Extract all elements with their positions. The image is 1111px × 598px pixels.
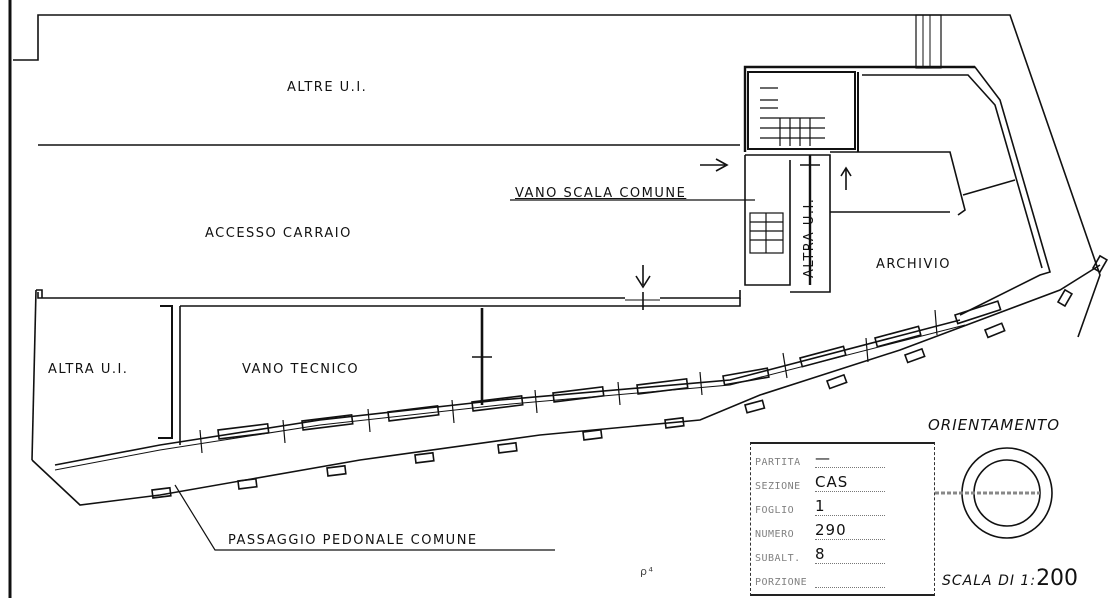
label-vano-scala-comune: VANO SCALA COMUNE [515,186,687,201]
cartouche-value [815,587,885,588]
cartouche-row-porzione: PORZIONE [751,564,934,588]
cartouche-row-subalterno: SUBALT. 8 [751,540,934,564]
label-passaggio-pedonale: PASSAGGIO PEDONALE COMUNE [228,533,478,548]
cartouche-row-partita: PARTITA — [751,444,934,468]
scale-text: SCALA DI 1: [942,573,1037,589]
label-altre-ui: ALTRE U.I. [287,80,368,95]
label-archivio: ARCHIVIO [876,257,951,272]
cartouche-row-sezione: SEZIONE CAS [751,468,934,492]
cadastral-cartouche: PARTITA — SEZIONE CAS FOGLIO 1 NUMERO 290 SU… [750,442,935,596]
cartouche-key: SEZIONE [755,481,801,492]
scale-label: SCALA DI 1:200 [942,566,1078,591]
cartouche-key: PARTITA [755,457,801,468]
label-altra-ui-left: ALTRA U.I. [48,362,129,377]
cartouche-key: NUMERO [755,529,795,540]
stray-mark: ρ⁴ [640,565,655,578]
label-vano-tecnico: VANO TECNICO [242,362,360,377]
cartouche-key: FOGLIO [755,505,795,516]
cartouche-value: — [815,449,885,468]
cartouche-row-numero: NUMERO 290 [751,516,934,540]
compass-icon [962,448,1052,538]
cartouche-value: CAS [815,473,885,492]
cartouche-value: 1 [815,497,885,516]
cartouche-key: PORZIONE [755,577,808,588]
scale-value: 200 [1036,566,1079,591]
orientation-label: ORIENTAMENTO [928,416,1061,434]
cartouche-value: 290 [815,521,885,540]
cartouche-row-foglio: FOGLIO 1 [751,492,934,516]
cartouche-key: SUBALT. [755,553,801,564]
cartouche-value: 8 [815,545,885,564]
label-accesso-carraio: ACCESSO CARRAIO [205,226,352,241]
label-altra-ui-vertical: ALTRA U.I. [802,197,817,278]
